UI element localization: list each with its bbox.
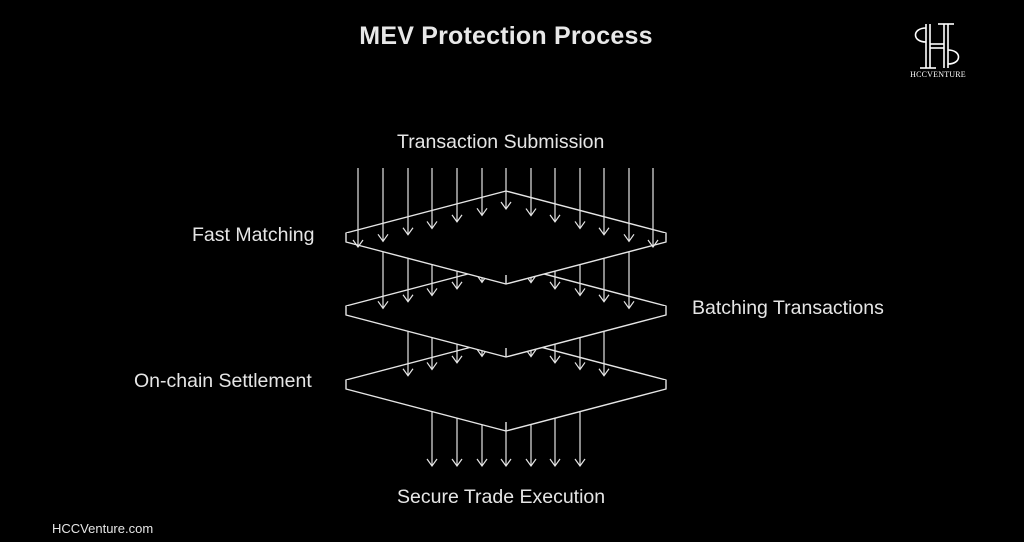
arrow-down-icon	[623, 168, 635, 243]
arrow-down-icon	[426, 407, 438, 468]
arrow-down-icon	[402, 168, 414, 236]
arrow-down-icon	[598, 252, 610, 303]
arrow-down-icon	[426, 168, 438, 230]
arrow-down-icon	[377, 245, 389, 310]
arrow-down-icon	[623, 245, 635, 310]
label-secure-trade-execution: Secure Trade Execution	[397, 486, 606, 508]
arrow-down-icon	[549, 168, 561, 223]
footer-website: HCCVenture.com	[52, 521, 154, 536]
diagram-title: MEV Protection Process	[359, 22, 653, 50]
arrow-down-icon	[525, 420, 537, 468]
arrow-down-icon	[574, 168, 586, 230]
label-on-chain-settlement: On-chain Settlement	[134, 370, 312, 392]
arrow-down-icon	[549, 414, 561, 468]
arrow-down-icon	[525, 168, 537, 217]
plane-fast-matching	[345, 190, 667, 285]
label-fast-matching: Fast Matching	[192, 224, 315, 246]
label-transaction-submission: Transaction Submission	[397, 131, 605, 153]
plane-batching-transactions	[345, 263, 667, 358]
plane-on-chain-settlement	[345, 337, 667, 432]
arrow-down-icon	[476, 168, 488, 217]
hccventure-logo-icon	[914, 23, 960, 69]
arrow-down-icon	[402, 325, 414, 377]
arrow-down-icon	[500, 168, 512, 211]
arrow-down-icon	[476, 420, 488, 468]
arrow-down-icon	[647, 168, 659, 249]
arrow-down-icon	[598, 168, 610, 236]
arrow-down-icon	[352, 168, 364, 249]
arrow-down-icon	[500, 427, 512, 468]
arrow-down-icon	[377, 168, 389, 243]
arrow-down-icon	[402, 252, 414, 303]
arrow-down-icon	[574, 407, 586, 468]
arrow-down-icon	[598, 325, 610, 377]
logo-text: HCCVENTURE	[910, 70, 966, 79]
arrow-down-icon	[451, 168, 463, 223]
arrow-down-icon	[451, 414, 463, 468]
label-batching-transactions: Batching Transactions	[692, 297, 884, 319]
